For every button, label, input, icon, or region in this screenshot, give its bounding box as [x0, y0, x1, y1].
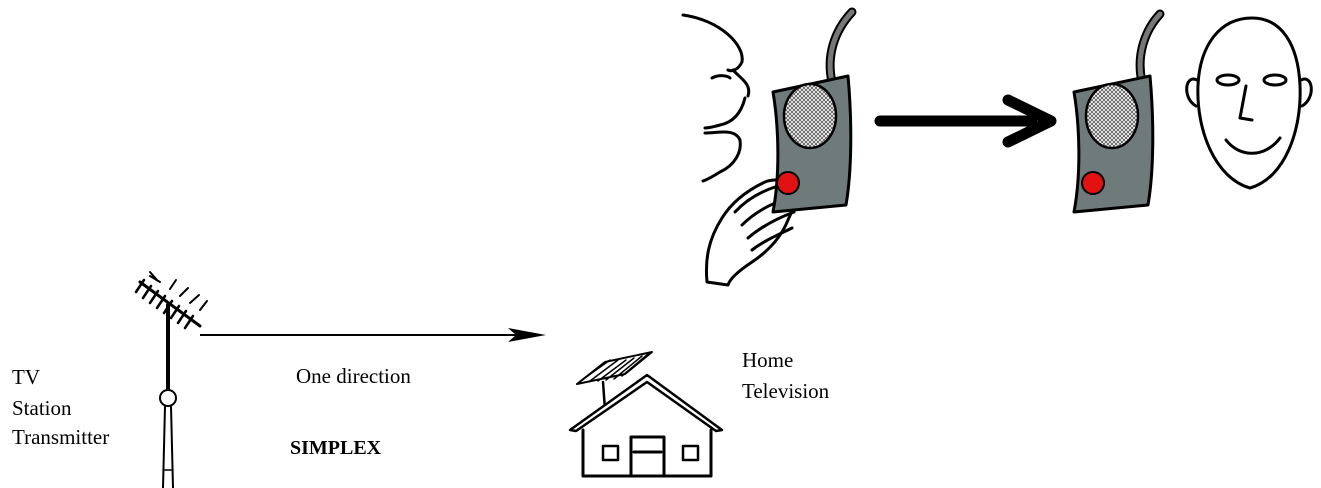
tv-station-label-line-2: Station: [12, 396, 72, 420]
speaker-face-icon: [681, 13, 751, 183]
tv-station-label-line-1: TV: [12, 365, 40, 389]
tv-station-label-line-3: Transmitter: [12, 425, 110, 449]
walkie-talkie-icon: [771, 7, 857, 214]
simplex-label: SIMPLEX: [290, 437, 382, 459]
listener-face-icon: [1185, 16, 1313, 190]
home-television-label-line-1: Home: [742, 348, 794, 372]
arrow-icon: [874, 94, 1057, 148]
one-direction-label: One direction: [296, 364, 411, 388]
walkie-talkie-icon: [1072, 9, 1165, 214]
house-icon: [568, 351, 724, 478]
arrow-icon: [200, 328, 546, 342]
antenna-tower-icon: [134, 271, 208, 488]
home-television-label-line-2: Television: [742, 379, 830, 403]
